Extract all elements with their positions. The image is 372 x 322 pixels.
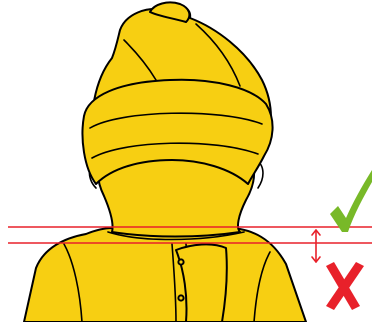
jacket-button-bottom [178,295,183,300]
jacket-body [24,228,306,322]
jacket [24,228,306,322]
jacket-button-top [178,259,183,264]
gap-arrow-icon [312,230,320,262]
cross-icon [326,262,364,310]
beanie [83,2,273,184]
check-icon [330,170,372,232]
